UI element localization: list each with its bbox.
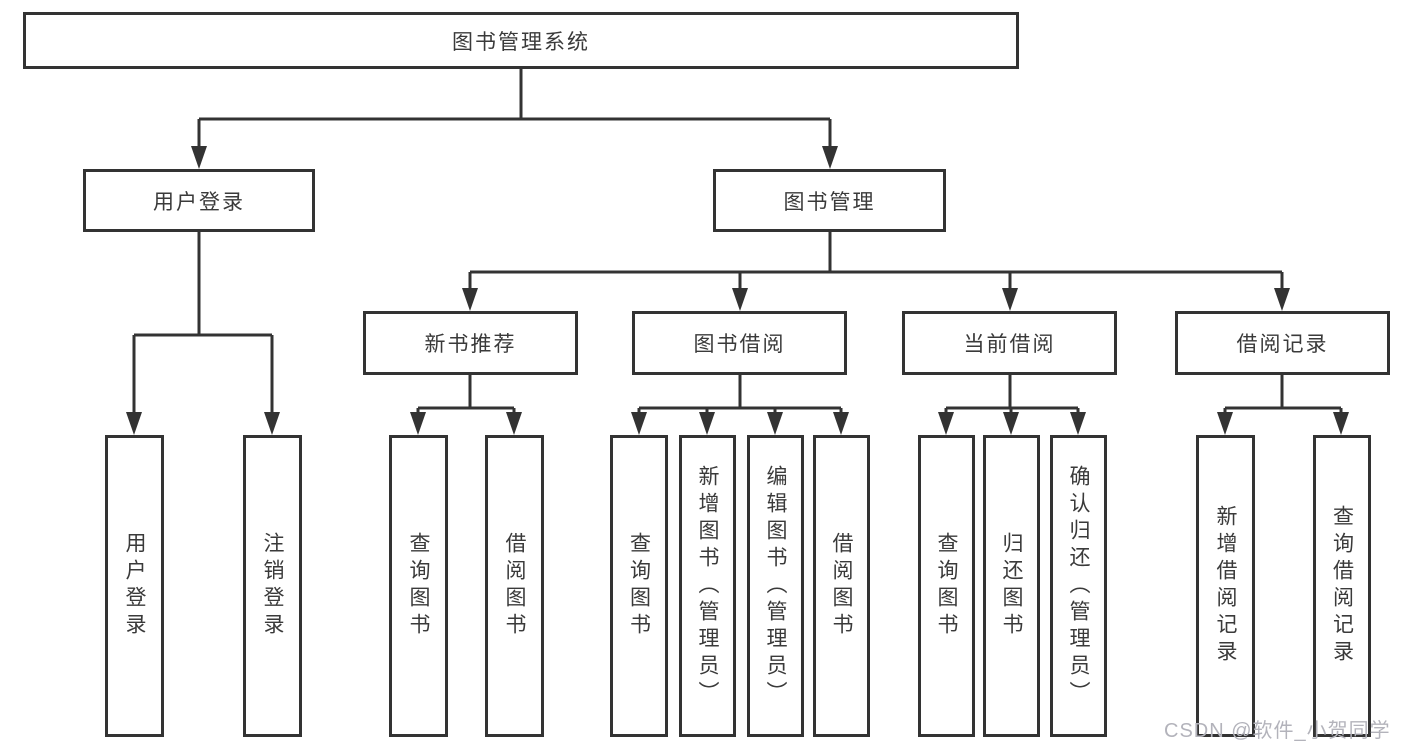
arrowheads-borrowing-records-leaves bbox=[1217, 412, 1349, 435]
connector-user-login-to-leaves bbox=[132, 232, 274, 412]
node-user-login: 用户登录 bbox=[83, 169, 315, 232]
node-book-borrowing: 图书借阅 bbox=[632, 311, 847, 375]
arrowheads-new-book-recommend-leaves bbox=[410, 412, 522, 435]
arrowheads-user-login-leaves bbox=[126, 412, 280, 435]
connector-root-to-level2 bbox=[197, 69, 832, 146]
arrowheads-level3 bbox=[462, 288, 1290, 311]
connector-current-borrowing-to-leaves bbox=[944, 375, 1080, 412]
leaf-confirm-return-admin: 确认归还（管理员） bbox=[1050, 435, 1107, 737]
connector-book-borrowing-to-leaves bbox=[637, 375, 843, 412]
leaf-query-borrow-record: 查询借阅记录 bbox=[1313, 435, 1371, 737]
leaf-add-book-admin: 新增图书（管理员） bbox=[679, 435, 736, 737]
node-current-borrowing: 当前借阅 bbox=[902, 311, 1117, 375]
leaf-query-books-borrowing: 查询图书 bbox=[610, 435, 668, 737]
node-book-management: 图书管理 bbox=[713, 169, 946, 232]
leaf-edit-book-admin: 编辑图书（管理员） bbox=[747, 435, 804, 737]
leaf-return-books: 归还图书 bbox=[983, 435, 1040, 737]
connector-book-management-to-level3 bbox=[468, 232, 1284, 288]
leaf-query-books-current: 查询图书 bbox=[918, 435, 975, 737]
arrowheads-current-borrowing-leaves bbox=[938, 412, 1086, 435]
leaf-user-login: 用户登录 bbox=[105, 435, 164, 737]
leaf-borrow-books-borrowing: 借阅图书 bbox=[813, 435, 870, 737]
arrowheads-book-borrowing-leaves bbox=[631, 412, 849, 435]
leaf-query-books-recommend: 查询图书 bbox=[389, 435, 448, 737]
connector-new-book-recommend-to-leaves bbox=[416, 375, 516, 412]
node-new-book-recommend: 新书推荐 bbox=[363, 311, 578, 375]
watermark-text: CSDN @软件_小贺同学 bbox=[1164, 720, 1391, 742]
arrowheads-level2 bbox=[191, 146, 838, 169]
leaf-logout: 注销登录 bbox=[243, 435, 302, 737]
leaf-borrow-books-recommend: 借阅图书 bbox=[485, 435, 544, 737]
node-borrowing-records: 借阅记录 bbox=[1175, 311, 1390, 375]
connector-borrowing-records-to-leaves bbox=[1223, 375, 1343, 412]
leaf-add-borrow-record: 新增借阅记录 bbox=[1196, 435, 1255, 737]
node-library-system: 图书管理系统 bbox=[23, 12, 1019, 69]
